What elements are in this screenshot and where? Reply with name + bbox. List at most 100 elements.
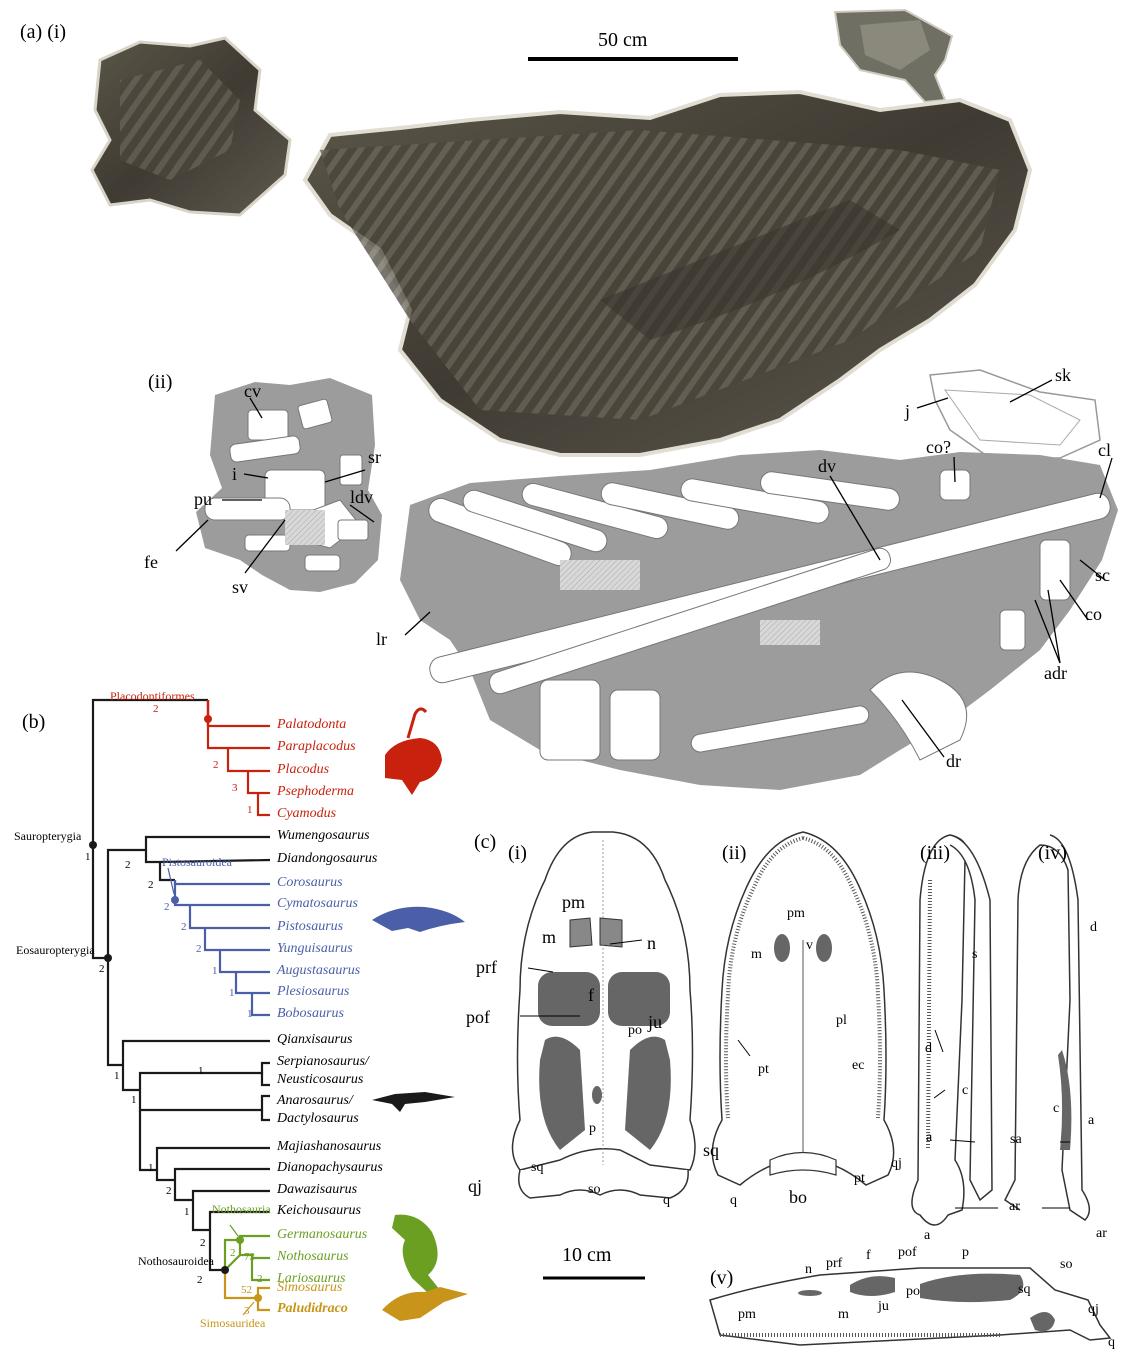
placodont-silhouette: [385, 709, 442, 795]
anno-civ-ar: ar: [1096, 1227, 1107, 1241]
clade-nothosauria: Nothosauria: [212, 1203, 271, 1215]
anno-c-po: po: [628, 1024, 642, 1038]
anno-c-sq: sq: [531, 1161, 543, 1175]
node-value: 1: [229, 988, 235, 999]
anno-c-q: q: [663, 1194, 670, 1208]
view-ii-label: (ii): [722, 843, 746, 863]
node-value: 2: [99, 964, 105, 975]
taxon-augustasaurus: Augustasaurus: [277, 964, 360, 978]
node-value: 1: [148, 1163, 154, 1174]
clade-placodontiformes: Placodontiformes: [110, 690, 195, 702]
anno-cl: cl: [1098, 441, 1111, 459]
anno-dv: dv: [818, 457, 836, 475]
anno-ciii-d: d: [925, 1042, 932, 1056]
skull-lateral-view: [710, 1268, 1110, 1345]
anno-c-sa: sa: [1010, 1133, 1022, 1147]
anno-c-pof: pof: [466, 1008, 490, 1026]
fossil-photo-pelvic-block: [92, 38, 290, 215]
anno-fe: fe: [144, 553, 158, 571]
nothosaur-silhouette: [392, 1215, 440, 1293]
node-value: 1: [247, 805, 253, 816]
anno-c-pm: pm: [562, 893, 585, 911]
anno-cv-po: po: [906, 1285, 920, 1299]
node-value: 2: [166, 1186, 172, 1197]
node-value: 3: [244, 1306, 250, 1317]
anno-cv-n: n: [805, 1263, 812, 1277]
anno-cii-qj: qj: [891, 1157, 902, 1171]
node-value: 2: [181, 922, 187, 933]
anno-cv: cv: [244, 382, 261, 400]
panel-c-label: (c): [474, 832, 496, 852]
anno-ciii-c: c: [962, 1084, 968, 1098]
taxon-germanosaurus: Germanosaurus: [277, 1228, 367, 1242]
panel-a-ii-label: (ii): [148, 372, 172, 392]
anno-cv-p: p: [962, 1246, 969, 1260]
taxon-nothosaurus: Nothosaurus: [277, 1250, 349, 1264]
anno-c-m: m: [542, 928, 556, 946]
anno-c-so: so: [588, 1183, 600, 1197]
taxon-serpianosaurus: Serpianosaurus/: [277, 1055, 369, 1069]
taxon-majiashanosaurus: Majiashanosaurus: [277, 1140, 381, 1154]
fossil-photo-skull-block: [835, 10, 952, 102]
anno-c-qj: qj: [468, 1177, 482, 1195]
anno-cii-q: q: [730, 1194, 737, 1208]
node-value: 52: [241, 1285, 252, 1296]
view-i-label: (i): [508, 843, 527, 863]
panel-b-label: (b): [22, 712, 45, 732]
anno-cii-v: v: [806, 939, 813, 953]
anno-c-n: n: [647, 934, 656, 952]
anno-cv-m: m: [838, 1308, 849, 1322]
node-value: 1: [131, 1095, 137, 1106]
anno-civ-c: c: [1053, 1102, 1059, 1116]
anno-dr: dr: [946, 752, 961, 770]
taxon-plesiosaurus: Plesiosaurus: [277, 985, 349, 999]
anno-sv: sv: [232, 578, 248, 596]
anno-sk: sk: [1055, 366, 1071, 384]
anno-cv-qj: qj: [1088, 1303, 1099, 1317]
node-value: 1: [212, 966, 218, 977]
anno-c-prf: prf: [476, 958, 497, 976]
node-value: 73: [244, 1252, 255, 1263]
taxon-corosaurus: Corosaurus: [277, 876, 343, 890]
view-iv-label: (iv): [1038, 843, 1067, 863]
node-value: 1: [184, 1207, 190, 1218]
anno-cv-pof: pof: [898, 1246, 917, 1260]
taxon-psephoderma: Psephoderma: [277, 785, 354, 799]
taxon-simosaurus: Simosaurus: [277, 1281, 342, 1295]
taxon-yunguisaurus: Yunguisaurus: [277, 942, 353, 956]
panel-a-label: (a) (i): [20, 22, 66, 42]
anno-c-ar: ar: [1009, 1200, 1020, 1214]
anno-co-query: co?: [926, 438, 951, 456]
clade-pistosauroidea: Pistosauroidea: [162, 856, 232, 868]
taxon-placodus: Placodus: [277, 763, 329, 777]
anno-pu: pu: [194, 490, 212, 508]
clade-simosauridea: Simosauridea: [200, 1317, 265, 1329]
fossil-photo-main-slab: [305, 92, 1030, 455]
taxon-wumengosaurus: Wumengosaurus: [277, 829, 370, 843]
anno-civ-d: d: [1090, 921, 1097, 935]
taxon-bobosaurus: Bobosaurus: [277, 1007, 344, 1021]
node-value: 2: [148, 880, 154, 891]
anno-cii-m: m: [751, 948, 762, 962]
taxon-keichousaurus: Keichousaurus: [277, 1204, 361, 1218]
node-value: 2: [196, 944, 202, 955]
pachypleurosaur-silhouette: [372, 1092, 455, 1112]
node-value: 3: [232, 783, 238, 794]
mandible-lateral-view: [1005, 835, 1089, 1220]
taxon-qianxisaurus: Qianxisaurus: [277, 1033, 352, 1047]
anno-cii-sq: sq: [703, 1141, 719, 1159]
anno-cii-pt: pt: [758, 1063, 769, 1077]
taxon-pistosaurus: Pistosaurus: [277, 920, 343, 934]
simosaur-silhouette: [382, 1287, 468, 1321]
node-value: 2: [200, 1238, 206, 1249]
anno-ciii-s: s: [972, 948, 977, 962]
taxon-dactylosaurus: Dactylosaurus: [277, 1112, 359, 1126]
taxon-cyamodus: Cyamodus: [277, 807, 336, 821]
cladogram: [93, 700, 270, 1310]
node-value: 1: [247, 1009, 253, 1020]
taxon-paludidraco: Paludidraco: [277, 1302, 348, 1316]
anno-adr: adr: [1044, 664, 1067, 682]
drawing-main-slab: [400, 450, 1118, 790]
anno-cv-so: so: [1060, 1258, 1072, 1272]
